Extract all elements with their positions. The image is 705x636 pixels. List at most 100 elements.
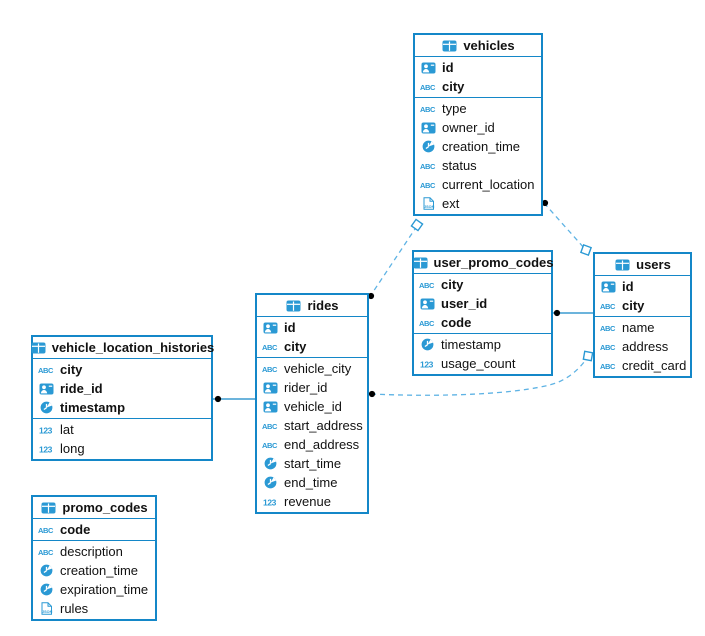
abc-type-icon: ABC [600, 361, 617, 371]
table-header[interactable]: user_promo_codes [413, 252, 553, 274]
123-type-icon: 123 [38, 425, 55, 435]
clock-icon [38, 564, 55, 577]
table-grid-icon [30, 342, 47, 354]
column-label: credit_card [622, 358, 687, 373]
table-header[interactable]: users [595, 254, 690, 276]
svg-text:123: 123 [39, 425, 53, 435]
relationship-vehicles-users [543, 202, 586, 250]
column-row[interactable]: start_time [257, 454, 367, 473]
table-header[interactable]: rides [257, 295, 367, 317]
clock-icon [420, 140, 437, 153]
person-badge-icon [600, 281, 617, 293]
clock-icon [419, 338, 436, 351]
123-type-icon: 123 [38, 444, 55, 454]
column-row[interactable]: id [257, 318, 367, 337]
column-label: code [441, 315, 472, 330]
column-row[interactable]: 123 lat [33, 420, 211, 439]
column-label: ext [442, 196, 460, 211]
table-header[interactable]: promo_codes [33, 497, 155, 519]
table-header[interactable]: vehicles [415, 35, 541, 57]
svg-text:ABC: ABC [262, 365, 278, 374]
column-label: id [622, 279, 634, 294]
column-label: creation_time [60, 563, 139, 578]
column-label: timestamp [441, 337, 501, 352]
column-row[interactable]: timestamp [414, 335, 551, 354]
abc-type-icon: ABC [420, 82, 437, 92]
column-label: city [622, 298, 645, 313]
column-row[interactable]: id [595, 277, 690, 296]
column-row[interactable]: creation_time [415, 137, 541, 156]
connector-dot [214, 395, 222, 403]
column-label: city [60, 362, 83, 377]
column-row[interactable]: end_time [257, 473, 367, 492]
column-row[interactable]: owner_id [415, 118, 541, 137]
column-row[interactable]: rider_id [257, 378, 367, 397]
column-row[interactable]: vehicle_id [257, 397, 367, 416]
column-row[interactable]: expiration_time [33, 580, 155, 599]
connector-dot [367, 292, 375, 300]
column-row[interactable]: ride_id [33, 379, 211, 398]
person-badge-icon [262, 382, 279, 394]
svg-text:ABC: ABC [420, 105, 436, 114]
abc-type-icon: ABC [38, 547, 55, 557]
json-document-icon: JSON [38, 602, 55, 615]
column-row[interactable]: user_id [414, 294, 551, 313]
column-label: city [442, 79, 465, 94]
column-row[interactable]: timestamp [33, 398, 211, 417]
svg-text:ABC: ABC [600, 362, 616, 371]
svg-text:ABC: ABC [262, 343, 278, 352]
column-label: code [60, 522, 91, 537]
column-label: status [442, 158, 477, 173]
column-row[interactable]: ABC credit_card [595, 356, 690, 375]
column-label: lat [60, 422, 74, 437]
svg-text:JSON: JSON [42, 610, 53, 614]
column-row[interactable]: creation_time [33, 561, 155, 580]
column-row[interactable]: ABC city [415, 77, 541, 96]
column-label: timestamp [60, 400, 126, 415]
clock-icon [38, 583, 55, 596]
123-type-icon: 123 [419, 359, 436, 369]
person-badge-icon [262, 401, 279, 413]
svg-text:ABC: ABC [600, 324, 616, 333]
column-label: vehicle_id [284, 399, 342, 414]
connector-dot [368, 390, 376, 398]
abc-type-icon: ABC [262, 342, 279, 352]
abc-type-icon: ABC [420, 180, 437, 190]
table-header[interactable]: vehicle_location_histories [30, 337, 214, 359]
column-row[interactable]: id [415, 58, 541, 77]
column-label: creation_time [442, 139, 521, 154]
